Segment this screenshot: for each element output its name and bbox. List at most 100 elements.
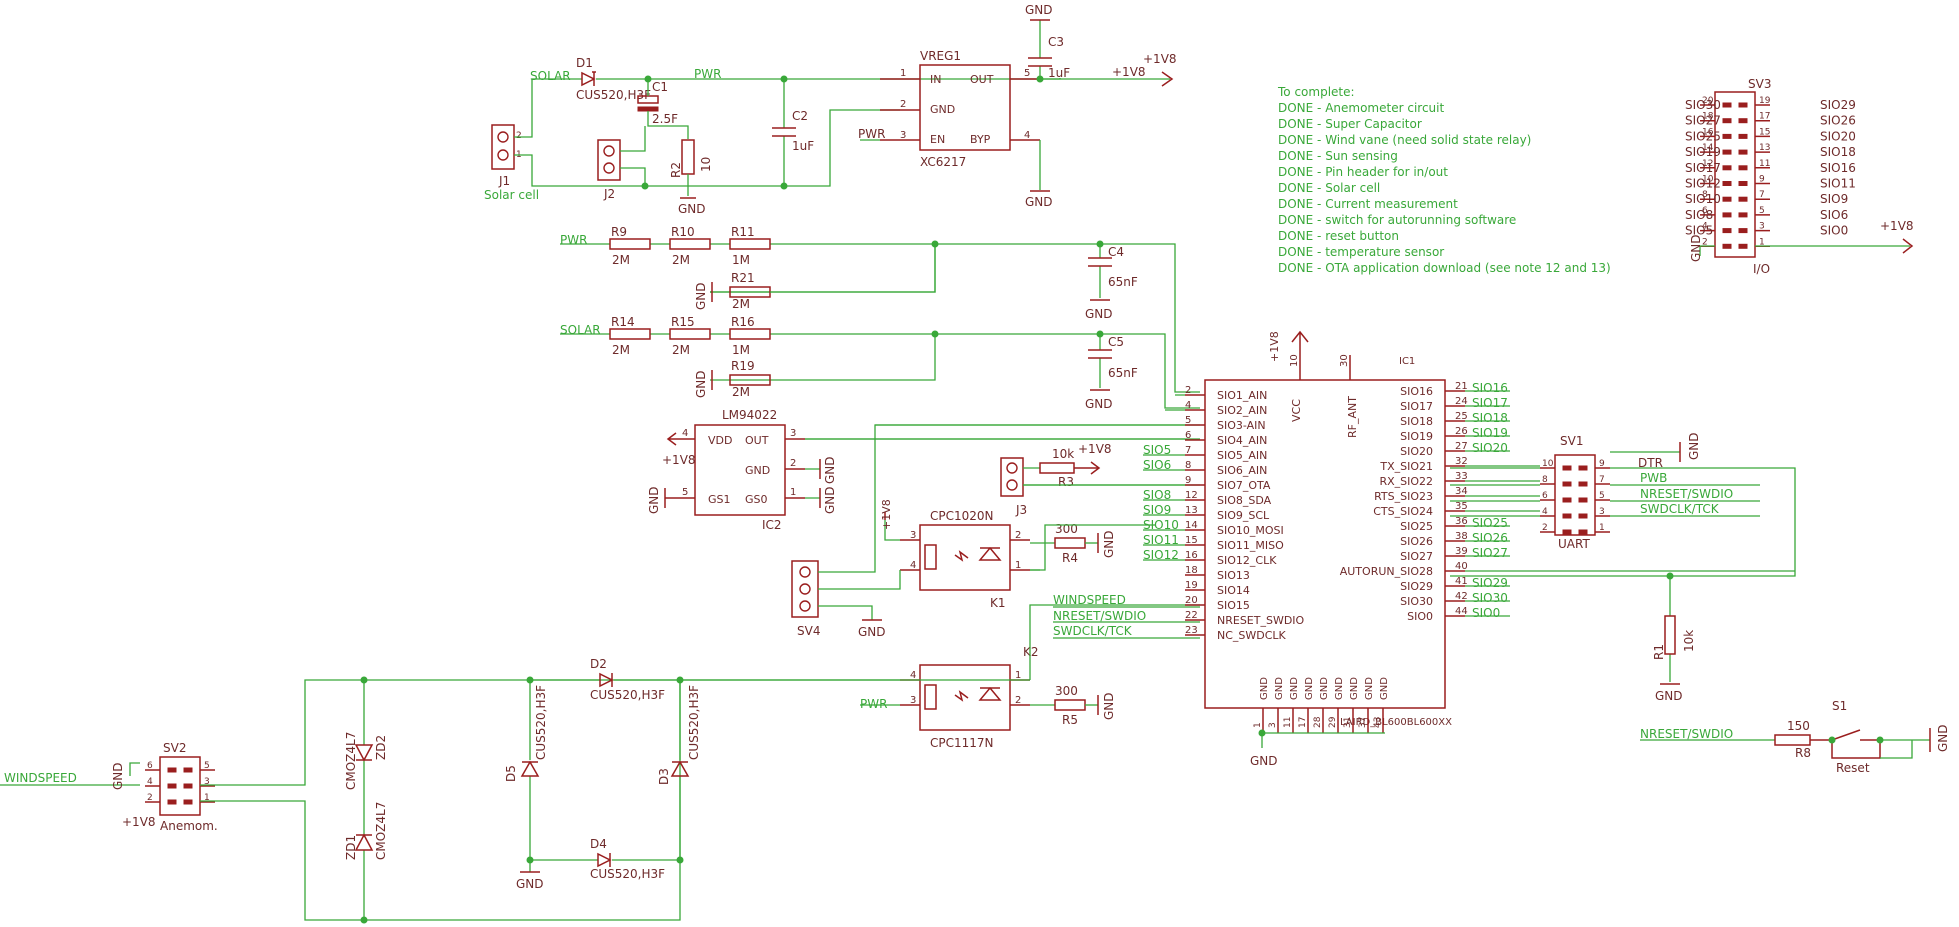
j2-pin1: [603, 162, 615, 174]
header-pad: [183, 767, 193, 773]
sv4-gnd: GND: [858, 625, 886, 639]
ic1-top-pins: [1299, 350, 1351, 380]
r10-value: 2M: [672, 253, 690, 267]
s1-ref: S1: [1832, 699, 1847, 713]
r21-gnd: GND: [694, 282, 708, 310]
ic1-left-pin-label: SIO12_CLK: [1217, 554, 1277, 567]
c2-value: 1uF: [792, 139, 814, 153]
header-pin-num: 5: [204, 761, 210, 771]
ic1-right-net: SIO29: [1472, 576, 1508, 590]
header-pad: [1738, 133, 1748, 139]
ic2-p5: 5: [682, 487, 688, 498]
k1-v18: +1V8: [880, 499, 893, 530]
sv3-left-net: SIO10: [1685, 192, 1721, 206]
sv3-v18-arrow: [1902, 238, 1914, 254]
ic1-left-pin-label: NRESET_SWDIO: [1217, 614, 1305, 627]
ic1-p30: 30: [1339, 354, 1350, 367]
ic1-right-pin-num: 38: [1455, 531, 1468, 542]
sv3-right-net: SIO29: [1820, 98, 1856, 112]
sv1-dtr: DTR: [1638, 456, 1663, 470]
header-pin-num: 11: [1759, 159, 1770, 169]
header-pad: [1562, 465, 1572, 471]
header-pad: [1562, 529, 1572, 535]
zd1-zener: [354, 833, 374, 851]
ic1-right-pin-num: 39: [1455, 546, 1468, 557]
ic1-right-pin-num: 32: [1455, 456, 1468, 467]
ic1-bottom-pin-num: 17: [1298, 717, 1308, 728]
d3-ref: D3: [657, 768, 671, 785]
c3-gnd: GND: [1025, 3, 1053, 17]
j3-pin2: [1006, 462, 1018, 474]
r19-ref: R19: [731, 359, 755, 373]
header-pin-num: 6: [147, 761, 153, 771]
sv3-left-net: SIO19: [1685, 145, 1721, 159]
header-pin-num: 9: [1599, 459, 1605, 469]
header-pad: [1722, 102, 1732, 108]
ic1-gnd: GND: [1250, 754, 1278, 768]
sv3-left-net: SIO17: [1685, 161, 1721, 175]
header-pad: [167, 783, 177, 789]
ic1-right-pin-num: 44: [1455, 606, 1468, 617]
header-pin-num: 9: [1759, 175, 1765, 185]
ic1-swdclk-label: SWDCLK/TCK: [1053, 624, 1133, 638]
sv1-value: UART: [1558, 537, 1590, 551]
r15-resistor: [669, 328, 711, 340]
s1-switch[interactable]: [1810, 729, 1881, 759]
header-pin-num: 4: [147, 777, 153, 787]
ic1-right-pin-num: 40: [1455, 561, 1468, 572]
ic1-right-pin-label: SIO25: [1400, 520, 1433, 533]
notes-title: To complete:: [1277, 85, 1355, 99]
sv3-right-net: SIO20: [1820, 129, 1856, 143]
j2-connector: [597, 139, 621, 181]
ic1-bottom-gnd-label: GND: [1319, 677, 1330, 700]
k2-pwr: PWR: [860, 697, 887, 711]
r5-value: 300: [1055, 684, 1078, 698]
c1-ref: C1: [652, 80, 668, 94]
ic1-left-net: SIO11: [1143, 533, 1179, 547]
header-pad: [1738, 196, 1748, 202]
ic1-left-pin-label: SIO8_SDA: [1217, 494, 1272, 507]
d3-value: CUS520,H3F: [687, 685, 701, 760]
ic1-left-net: SIO8: [1143, 488, 1171, 502]
vreg1-in: IN: [930, 73, 941, 86]
ic1-ref: IC1: [1399, 356, 1415, 367]
ic2-p2: 2: [790, 458, 796, 469]
ic2-vdd: VDD: [708, 434, 732, 447]
k2-led-box: [924, 684, 937, 710]
ic1-right-pin-num: 27: [1455, 441, 1468, 452]
ic1-right-pin-label: SIO20: [1400, 445, 1433, 458]
header-pin-num: 4: [1702, 222, 1708, 232]
r3-value: 10k: [1052, 447, 1074, 461]
note-item: DONE - Super Capacitor: [1278, 117, 1422, 131]
header-pad: [1562, 497, 1572, 503]
ic1-left-pin-num: 12: [1185, 490, 1198, 501]
ic1-left-pin-label: SIO7_OTA: [1217, 479, 1271, 492]
ic1-left-pin-num: 15: [1185, 535, 1198, 546]
sv3-header: [1714, 91, 1756, 258]
ic1-right-pin-num: 24: [1455, 396, 1468, 407]
note-item: DONE - Current measurement: [1278, 197, 1458, 211]
sv3-right-net: SIO18: [1820, 145, 1856, 159]
header-pad: [1722, 243, 1732, 249]
ic2-p1: 1: [790, 487, 796, 498]
r1-resistor: [1664, 615, 1676, 655]
header-pad: [1562, 481, 1572, 487]
j1-value: Solar cell: [484, 188, 539, 202]
ic2-v18: +1V8: [662, 453, 696, 467]
sv3-right-net: SIO6: [1820, 208, 1848, 222]
ic1-right-net: SIO27: [1472, 546, 1508, 560]
c3-value: 1uF: [1048, 66, 1070, 80]
ic2-pins: [675, 438, 805, 499]
header-pin-num: 1: [1759, 237, 1765, 247]
header-pad: [183, 783, 193, 789]
r16-ref: R16: [731, 315, 755, 329]
r15-ref: R15: [671, 315, 695, 329]
zd1-ref: ZD1: [344, 835, 358, 860]
r4-resistor: [1054, 537, 1086, 549]
header-pin-num: 2: [1542, 523, 1548, 533]
r9-ref: R9: [611, 225, 627, 239]
ic1-left-pin-num: 18: [1185, 565, 1198, 576]
note-item: DONE - reset button: [1278, 229, 1399, 243]
sv2-ref: SV2: [163, 741, 186, 755]
ic1-bottom-gnd-label: GND: [1259, 677, 1270, 700]
